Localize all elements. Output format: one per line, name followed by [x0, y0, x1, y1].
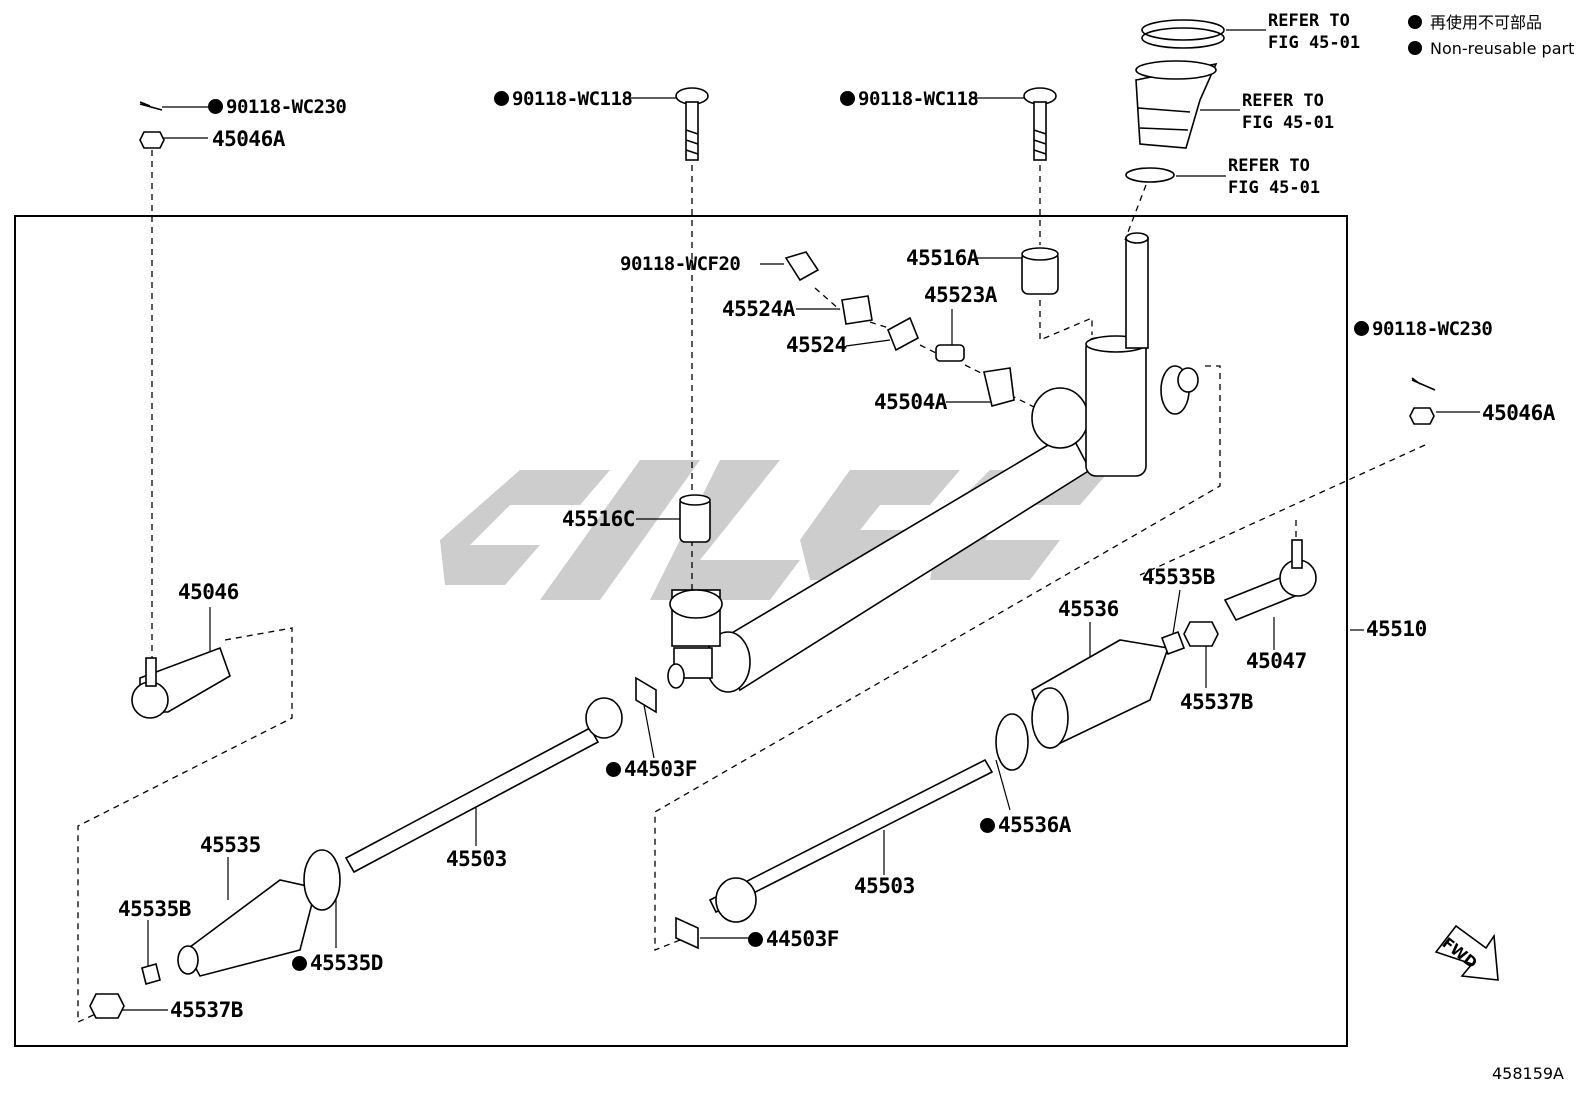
part-label-44503f-left: 44503F	[606, 758, 697, 780]
part-label-45537b-left: 45537B	[170, 998, 243, 1022]
non-reusable-dot-icon	[748, 932, 763, 947]
legend-item-jp: 再使用不可部品	[1408, 10, 1574, 36]
part-label-90118-wc230-left: 90118-WC230	[208, 96, 347, 118]
part-label-45503-right: 45503	[854, 874, 915, 898]
part-label-45524: 45524	[786, 333, 847, 357]
non-reusable-dot-icon	[1408, 41, 1422, 55]
non-reusable-dot-icon	[1354, 321, 1369, 336]
non-reusable-dot-icon	[1408, 15, 1422, 29]
part-label-90118-wcf20: 90118-WCF20	[620, 253, 741, 275]
part-label-45535: 45535	[200, 833, 261, 857]
diagram-code: 458159A	[1491, 1064, 1564, 1083]
part-label-90118-wc118-left: 90118-WC118	[494, 88, 633, 110]
non-reusable-dot-icon	[840, 91, 855, 106]
part-label-90118-wc230-right: 90118-WC230	[1354, 318, 1493, 340]
part-label-45516a: 45516A	[906, 246, 979, 270]
part-label-45046a-right: 45046A	[1482, 401, 1555, 425]
assembly-frame	[14, 215, 1348, 1047]
part-drawings	[89, 19, 1499, 1019]
part-label-45535b-right: 45535B	[1142, 565, 1215, 589]
part-label-45504a: 45504A	[874, 390, 947, 414]
part-label-45536a: 45536A	[980, 814, 1071, 836]
non-reusable-dot-icon	[980, 818, 995, 833]
part-label-45046: 45046	[178, 580, 239, 604]
non-reusable-dot-icon	[494, 91, 509, 106]
part-label-90118-wc118-right: 90118-WC118	[840, 88, 979, 110]
part-label-45046a-left: 45046A	[212, 127, 285, 151]
part-label-45047: 45047	[1246, 649, 1307, 673]
non-reusable-dot-icon	[208, 99, 223, 114]
part-label-45537b-right: 45537B	[1180, 690, 1253, 714]
dashed-leaders	[77, 150, 1426, 1024]
part-label-45524a: 45524A	[722, 297, 795, 321]
part-label-45536: 45536	[1058, 597, 1119, 621]
part-label-45503-left: 45503	[446, 847, 507, 871]
non-reusable-dot-icon	[292, 956, 307, 971]
non-reusable-dot-icon	[606, 762, 621, 777]
part-label-44503f-right: 44503F	[748, 928, 839, 950]
part-label-45516c: 45516C	[562, 507, 635, 531]
part-label-45535d: 45535D	[292, 952, 383, 974]
part-label-45523a: 45523A	[924, 283, 997, 307]
legend: 再使用不可部品 Non-reusable part	[1408, 10, 1574, 62]
part-label-45535b-left: 45535B	[118, 897, 191, 921]
part-label-45510: 45510	[1366, 617, 1427, 641]
legend-item-en: Non-reusable part	[1408, 36, 1574, 62]
